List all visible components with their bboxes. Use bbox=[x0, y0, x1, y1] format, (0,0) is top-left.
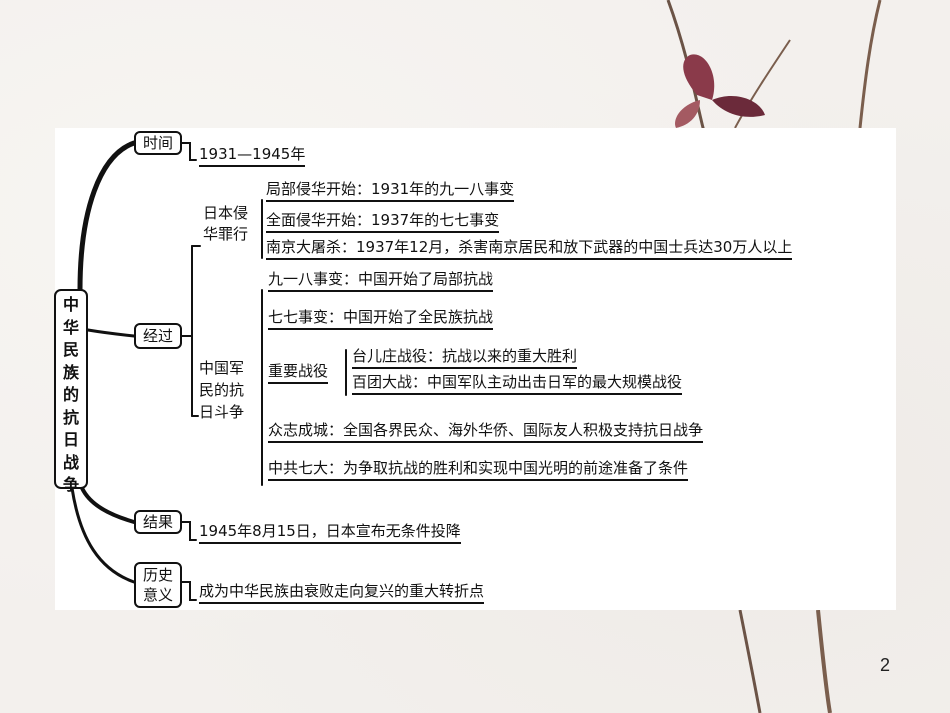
significance-value: 成为中华民族由衰败走向复兴的重大转折点 bbox=[199, 581, 485, 604]
mind-map-card bbox=[55, 128, 896, 610]
japan-crime-item: 南京大屠杀：1937年12月，杀害南京居民和放下武器的中国士兵达30万人以上 bbox=[266, 237, 793, 260]
result-value: 1945年8月15日，日本宣布无条件投降 bbox=[199, 521, 461, 544]
china-struggle-item: 九一八事变：中国开始了局部抗战 bbox=[268, 269, 494, 292]
china-struggle-label-line3: 日斗争 bbox=[199, 403, 245, 421]
page-number: 2 bbox=[880, 655, 891, 675]
time-value: 1931—1945年 bbox=[199, 144, 306, 167]
significance-label-line1: 历史 bbox=[142, 566, 173, 584]
significance-label-line2: 意义 bbox=[142, 586, 173, 604]
battle-item: 百团大战：中国军队主动出击日军的最大规模战役 bbox=[352, 372, 683, 395]
japan-crimes-label-line1: 日本侵 bbox=[203, 204, 249, 222]
japan-crime-item: 局部侵华开始：1931年的九一八事变 bbox=[266, 179, 515, 202]
unity-item: 众志成城：全国各界民众、海外华侨、国际友人积极支持抗日战争 bbox=[268, 420, 704, 443]
topic-title: 中华民族的抗日战争 bbox=[54, 289, 88, 494]
process-label: 经过 bbox=[134, 323, 182, 349]
china-struggle-label-line2: 民的抗 bbox=[199, 381, 245, 399]
china-struggle-label-line1: 中国军 bbox=[199, 359, 245, 377]
congress-item: 中共七大：为争取抗战的胜利和实现中国光明的前途准备了条件 bbox=[268, 458, 689, 481]
significance-label: 历史 意义 bbox=[134, 562, 182, 608]
battle-item: 台儿庄战役：抗战以来的重大胜利 bbox=[352, 346, 578, 369]
battles-label: 重要战役 bbox=[268, 361, 329, 384]
time-label: 时间 bbox=[134, 131, 182, 155]
china-struggle-item: 七七事变：中国开始了全民族抗战 bbox=[268, 307, 494, 330]
japan-crime-item: 全面侵华开始：1937年的七七事变 bbox=[266, 210, 500, 233]
result-label: 结果 bbox=[134, 510, 182, 534]
japan-crimes-label-line2: 华罪行 bbox=[203, 225, 249, 243]
